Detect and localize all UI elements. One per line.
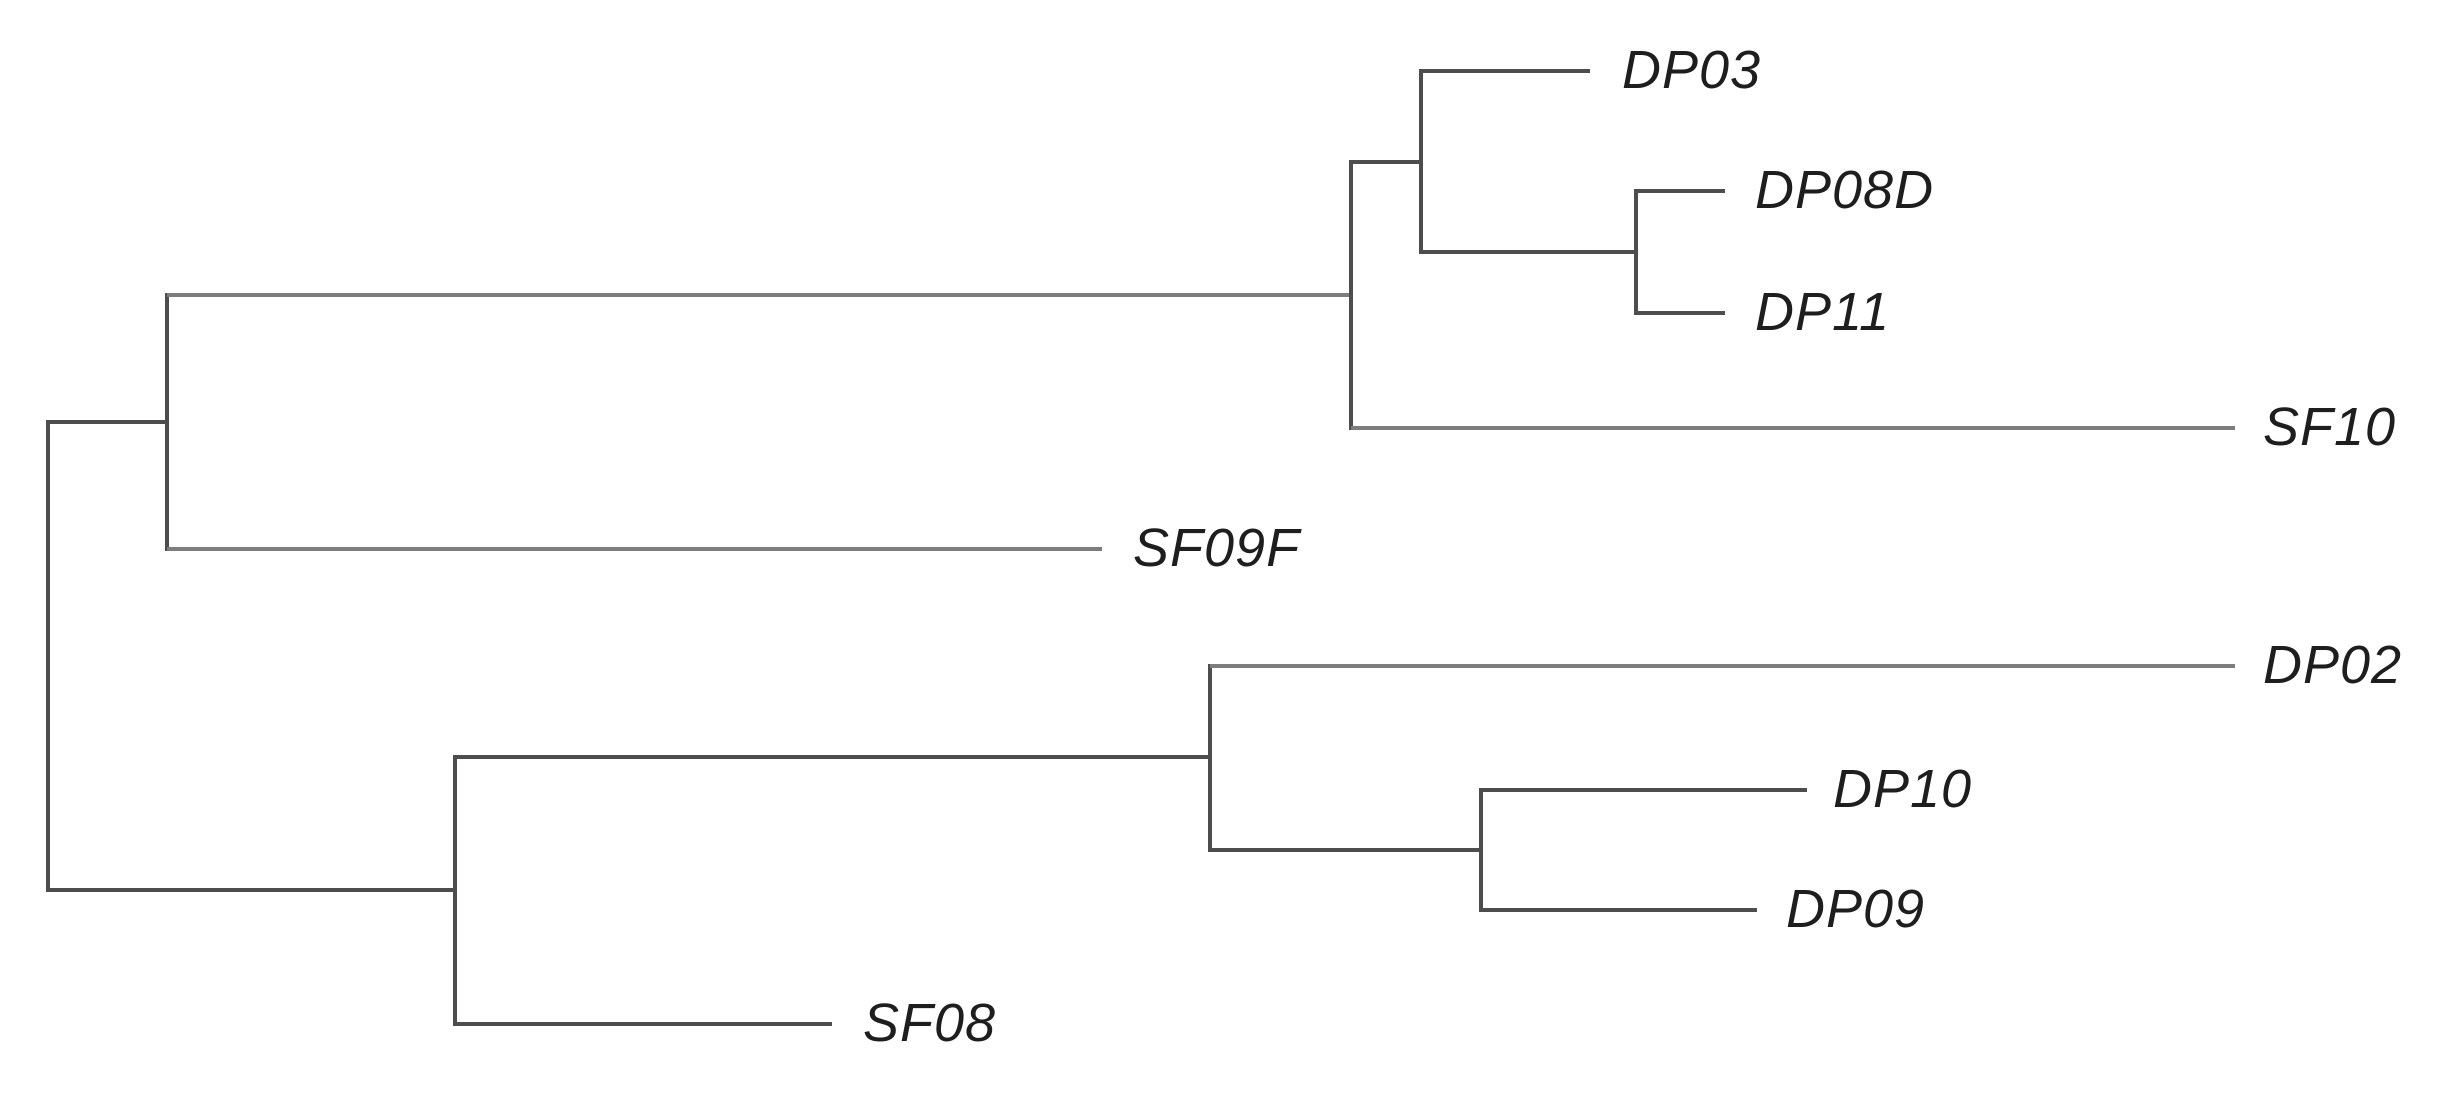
- node-dp08d-dp11-vertical: [1634, 189, 1638, 315]
- taxon-label-dp02: DP02: [2263, 634, 2403, 695]
- node-dp10-dp09-vertical: [1479, 788, 1483, 912]
- taxon-label-dp03: DP03: [1622, 39, 1762, 100]
- edge-to-dp03-clade: [1351, 160, 1421, 164]
- node-dp02-clade-vertical: [1208, 664, 1212, 852]
- branch-dp10: [1481, 788, 1807, 792]
- branch-dp09: [1481, 908, 1757, 912]
- branch-sf08: [455, 1022, 832, 1026]
- taxon-label-sf08: SF08: [863, 992, 997, 1053]
- branch-sf09f: [167, 547, 1102, 551]
- branch-dp02: [1210, 664, 2235, 668]
- root-vertical: [46, 420, 50, 892]
- edge-root-to-lower-clade: [48, 888, 455, 892]
- node-dp-sf10-vertical: [1349, 160, 1353, 430]
- taxon-label-dp10: DP10: [1833, 758, 1973, 819]
- node-lower-vertical: [453, 755, 457, 1026]
- edge-to-dp02-clade: [455, 755, 1210, 759]
- taxon-label-dp08d: DP08D: [1755, 159, 1935, 220]
- taxon-label-sf10: SF10: [2263, 396, 2397, 457]
- branch-sf10: [1351, 426, 2235, 430]
- taxon-label-dp11: DP11: [1755, 281, 1891, 342]
- node-dp03-clade-vertical: [1419, 69, 1423, 254]
- edge-to-dp10-dp09: [1210, 848, 1481, 852]
- edge-root-to-upper-clade: [48, 420, 167, 424]
- edge-to-dp08d-dp11: [1421, 250, 1636, 254]
- branch-dp11: [1636, 311, 1725, 315]
- branch-dp08d: [1636, 189, 1725, 193]
- node-upper-vertical: [165, 293, 169, 551]
- branch-dp03: [1421, 69, 1590, 73]
- taxon-label-dp09: DP09: [1786, 878, 1926, 939]
- edge-to-dp-sf10-clade: [167, 293, 1351, 297]
- taxon-label-sf09f: SF09F: [1133, 517, 1301, 578]
